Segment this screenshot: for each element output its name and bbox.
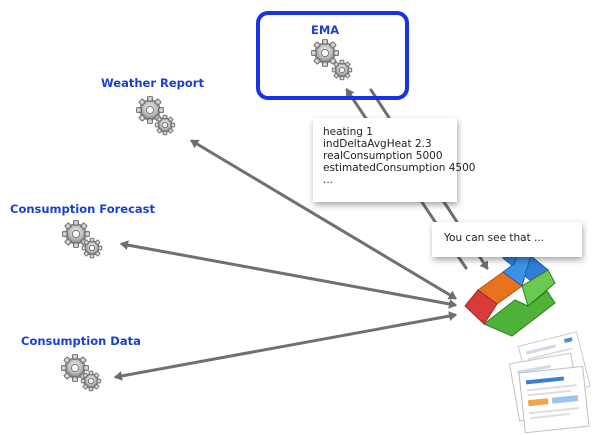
arrow-consumption-forecast [120,240,457,309]
gears-icon [62,220,103,259]
data-note-line: ... [323,174,334,186]
gears-icon [61,354,102,392]
data-note-line: heating 1 [323,126,373,138]
data-note: heating 1 indDeltaAvgHeat 2.3 realConsum… [313,118,476,202]
report-documents-icon [508,331,591,434]
ema-label: EMA [311,23,340,37]
data-note-line: realConsumption 5000 [323,150,443,162]
message-note: You can see that ... [432,222,582,257]
consumption-forecast-label: Consumption Forecast [10,202,155,216]
arrow-consumption-data [114,311,457,381]
weather-report-label: Weather Report [101,76,204,90]
gears-icon [136,96,176,136]
consumption-data-label: Consumption Data [21,334,141,348]
data-note-line: estimatedConsumption 4500 [323,162,476,174]
data-note-line: indDeltaAvgHeat 2.3 [323,138,432,150]
colored-blocks-icon [464,246,556,337]
ema-service-box [256,11,409,100]
